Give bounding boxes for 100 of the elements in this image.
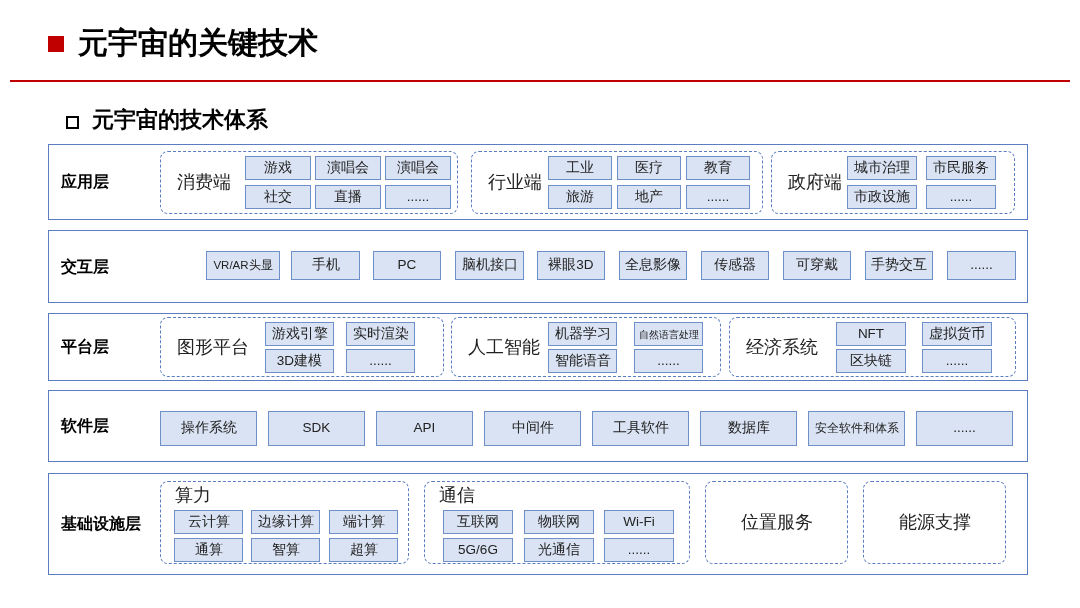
group-title: 算力: [175, 485, 211, 505]
group-box: [705, 481, 848, 564]
group-box: [863, 481, 1006, 564]
layer-band: [48, 473, 1028, 575]
item-box: [836, 322, 906, 346]
item-box: [484, 411, 581, 446]
item-box: [251, 538, 320, 562]
item-text: 脑机接口: [461, 256, 518, 275]
item-box: [700, 411, 797, 446]
item-text: 操作系统: [180, 419, 237, 438]
item-box: [315, 185, 381, 209]
item-box: [922, 349, 992, 373]
item-box: [251, 510, 320, 534]
item-box: [634, 349, 703, 373]
item-text: SDK: [302, 419, 331, 438]
item-text: 手机: [311, 256, 340, 275]
item-box: [376, 411, 473, 446]
item-box: [265, 349, 334, 373]
item-box: [245, 185, 311, 209]
group-title: 能源支撑: [898, 511, 971, 534]
item-box: [245, 156, 311, 180]
item-box: [619, 251, 687, 280]
item-box: [617, 156, 681, 180]
item-box: [265, 322, 334, 346]
group-title: 政府端: [788, 171, 842, 194]
layer-label: 应用层: [61, 172, 109, 192]
item-text: 手势交互: [871, 256, 927, 275]
item-text: 光通信: [538, 540, 580, 559]
item-box: [346, 322, 415, 346]
item-box: [346, 349, 415, 373]
item-text: 通算: [194, 540, 223, 559]
item-box: [922, 322, 992, 346]
item-text: 物联网: [538, 512, 580, 531]
item-text: 城市治理: [854, 158, 910, 177]
item-text: 地产: [635, 187, 663, 206]
item-box: [947, 251, 1016, 280]
item-text: 虚拟货币: [929, 324, 985, 343]
item-box: [634, 322, 703, 346]
item-box: [537, 251, 605, 280]
item-box: [455, 251, 524, 280]
group-title: 位置服务: [740, 511, 813, 534]
item-box: [268, 411, 365, 446]
item-box: [524, 510, 594, 534]
item-text: PC: [397, 256, 417, 275]
item-box: [548, 156, 612, 180]
item-text: 工业: [566, 158, 594, 177]
item-text: API: [413, 419, 436, 438]
layer-label: 软件层: [61, 416, 109, 436]
layer-label: 交互层: [61, 256, 109, 277]
item-box: [592, 411, 689, 446]
item-text: 实时渲染: [352, 324, 409, 343]
item-box: [617, 185, 681, 209]
group-box: [451, 317, 721, 377]
item-box: [604, 510, 674, 534]
item-text: 旅游: [566, 187, 594, 206]
item-box: [373, 251, 441, 280]
item-text: 机器学习: [554, 324, 611, 343]
item-box: [548, 322, 617, 346]
item-text: ......: [953, 419, 976, 438]
item-text: 游戏: [264, 158, 292, 177]
item-text: ......: [970, 256, 993, 275]
group-box: [160, 151, 458, 214]
item-box: [206, 251, 280, 280]
item-box: [701, 251, 769, 280]
item-text: ......: [369, 351, 392, 370]
item-box: [865, 251, 933, 280]
item-text: 演唱会: [397, 158, 439, 177]
item-box: [847, 156, 917, 180]
item-text: 5G/6G: [458, 540, 498, 559]
item-text: 区块链: [850, 351, 892, 370]
group-title: 行业端: [488, 171, 542, 194]
item-box: [329, 538, 398, 562]
layer-band: [48, 390, 1028, 462]
group-title: 消费端: [177, 171, 231, 194]
item-box: [160, 411, 257, 446]
item-text: 社交: [264, 187, 292, 206]
group-box: [160, 317, 444, 377]
item-text: 全息影像: [625, 256, 681, 275]
item-text: 边缘计算: [257, 512, 314, 531]
item-box: [847, 185, 917, 209]
group-box: [471, 151, 763, 214]
item-text: 工具软件: [612, 419, 669, 438]
layer-label: 平台层: [61, 337, 109, 357]
item-box: [174, 510, 243, 534]
item-text: ......: [706, 187, 730, 206]
item-box: [836, 349, 906, 373]
item-text: 端计算: [342, 512, 385, 531]
group-box: [729, 317, 1016, 377]
item-text: 数据库: [727, 419, 770, 438]
item-text: 演唱会: [327, 158, 369, 177]
item-text: 自然语言处理: [638, 327, 699, 342]
slide-title: 元宇宙的关键技术: [78, 25, 318, 61]
group-title: 通信: [439, 485, 475, 505]
item-box: [315, 156, 381, 180]
item-text: 可穿戴: [796, 256, 838, 275]
item-text: 传感器: [714, 256, 756, 275]
item-text: ......: [657, 351, 680, 370]
item-text: 市政设施: [854, 187, 910, 206]
item-text: Wi-Fi: [623, 512, 655, 531]
item-box: [808, 411, 905, 446]
